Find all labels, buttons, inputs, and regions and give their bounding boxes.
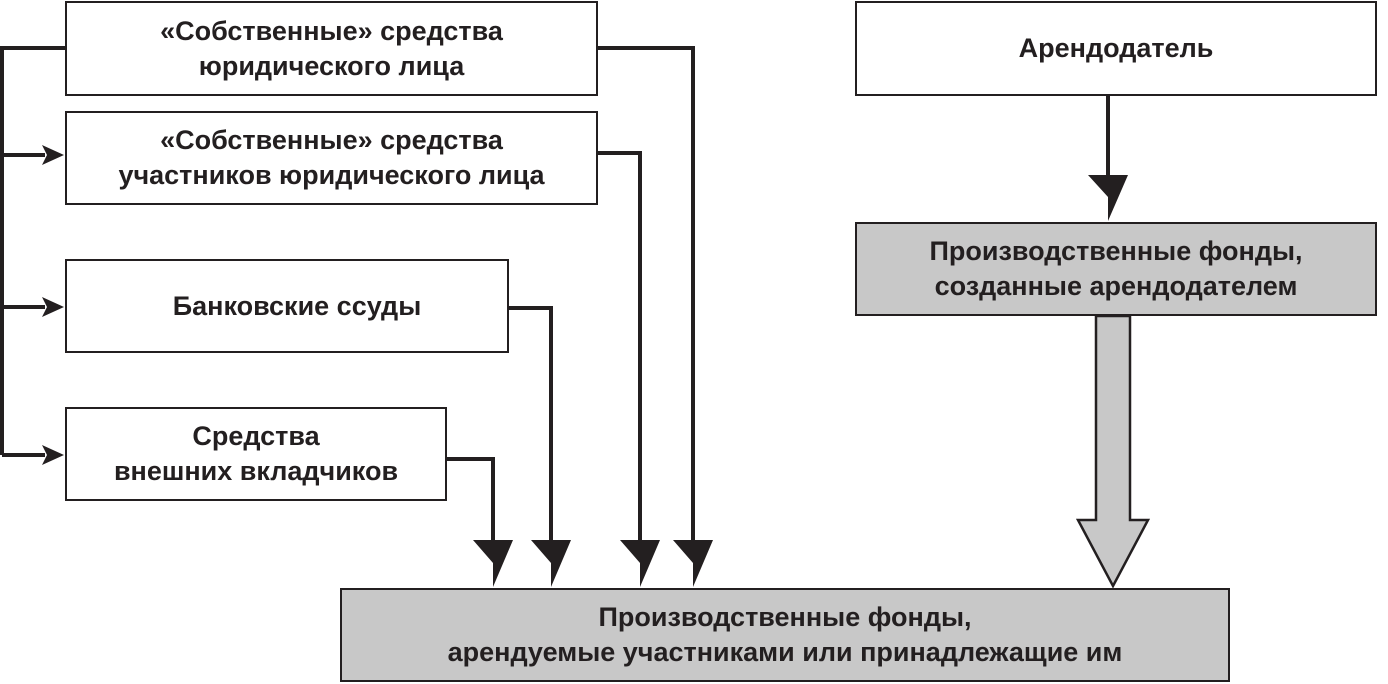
external-investors-line2: внешних вкладчиков <box>113 456 399 486</box>
external-investors-line1: Средства <box>192 421 320 451</box>
arrow-head-members <box>42 145 64 165</box>
arrow-head-own-members <box>620 540 660 587</box>
result-line2: арендуемые участниками или принадлежащие… <box>447 637 1123 667</box>
arrow-head-investors <box>473 540 513 587</box>
connector-own-entity <box>598 46 695 545</box>
own-entity-line2: юридического лица <box>198 50 465 81</box>
result-line1: Производственные фонды, <box>598 602 972 632</box>
arrow-head-bank <box>42 297 64 317</box>
lessor-box: Арендодатель <box>855 1 1377 96</box>
result-funds-box: Производственные фонды, арендуемые участ… <box>340 588 1230 682</box>
source-own-members-funds: «Собственные» средства участников юридич… <box>65 111 598 205</box>
lessor-funds-box: Производственные фонды, созданные арендо… <box>855 222 1377 316</box>
lessor-line1: Арендодатель <box>1018 33 1214 63</box>
arrow-head-investors <box>42 445 64 465</box>
connector-own-members <box>598 151 642 545</box>
source-external-investors: Средства внешних вкладчиков <box>65 407 447 501</box>
arrow-head-own-entity <box>673 540 713 587</box>
bank-loans-line1: Банковские ссуды <box>172 290 422 321</box>
block-arrow-lessor-funds <box>1075 314 1151 589</box>
connector-bank <box>509 306 553 545</box>
lessor-funds-line1: Производственные фонды, <box>929 236 1303 266</box>
arrow-head-lessor <box>1088 175 1128 221</box>
own-members-line2: участников юридического лица <box>118 160 545 190</box>
connector-investors <box>447 457 495 545</box>
bracket-line <box>0 46 65 455</box>
lessor-funds-line2: созданные арендодателем <box>934 271 1298 301</box>
own-entity-line1: «Собственные» средства <box>160 15 503 46</box>
source-own-entity-funds: «Собственные» средства юридического лица <box>65 1 598 96</box>
source-bank-loans: Банковские ссуды <box>65 259 509 353</box>
arrow-head-bank <box>531 540 571 587</box>
own-members-line1: «Собственные» средства <box>160 125 503 155</box>
